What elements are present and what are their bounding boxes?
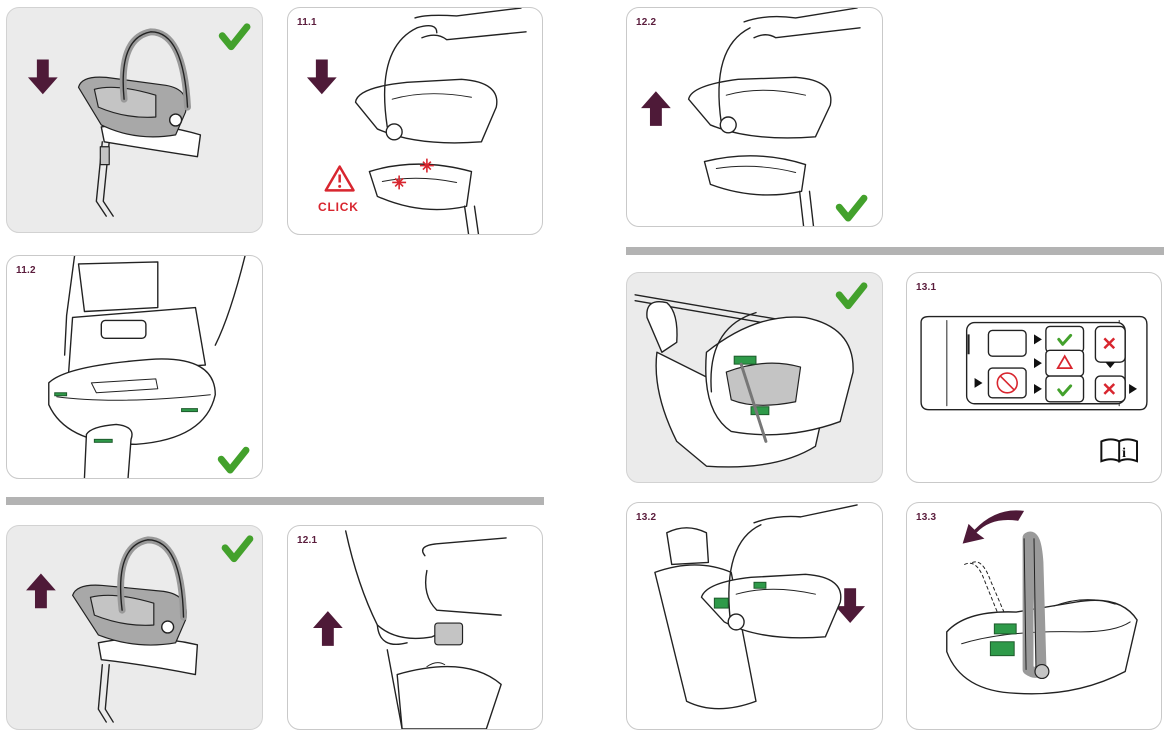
- panel-12-1: 12.1: [287, 525, 543, 730]
- checkmark-icon: [1057, 384, 1073, 397]
- svg-text:i: i: [1122, 445, 1126, 460]
- up-arrow-icon: [313, 611, 343, 646]
- checkmark-icon: [835, 194, 868, 222]
- hand-release-illustration: [344, 530, 507, 729]
- step-number: 12.2: [636, 17, 657, 28]
- panel-belt-install: [626, 272, 883, 483]
- panel-seat-lower: [6, 7, 263, 233]
- warning-triangle-icon: [1056, 354, 1074, 369]
- up-arrow-icon: [641, 91, 671, 126]
- car-topview-diagram: [920, 315, 1148, 411]
- section-divider: [6, 497, 544, 505]
- vehicle-seat-illustration: [634, 294, 854, 468]
- car-seat-illustration: [72, 536, 199, 723]
- panel-11-1: 11.1 CLICK: [287, 7, 543, 235]
- step-number: 13.1: [916, 282, 937, 293]
- car-seat-illustration: [77, 28, 202, 217]
- down-arrow-icon: [27, 59, 58, 95]
- isofix-base-illustration: [48, 256, 246, 478]
- car-seat-illustration: [354, 8, 527, 234]
- car-seat-illustration: [654, 504, 858, 710]
- panel-13-2: 13.2: [626, 502, 883, 730]
- section-divider: [626, 247, 1164, 255]
- step-number: 13.2: [636, 512, 657, 523]
- up-arrow-icon: [26, 573, 56, 609]
- down-arrow-icon: [306, 59, 337, 95]
- click-label: CLICK: [318, 200, 359, 214]
- warning-triangle-icon: [324, 165, 355, 192]
- down-arrow-icon: [835, 588, 866, 623]
- checkmark-icon: [221, 535, 254, 563]
- car-seat-illustration: [946, 531, 1138, 695]
- manual-book-icon: i: [1100, 438, 1139, 463]
- panel-13-3: 13.3: [906, 502, 1162, 730]
- panel-11-2: 11.2: [6, 255, 263, 479]
- checkmark-icon: [218, 23, 251, 51]
- curved-arrow-icon: [962, 510, 1025, 544]
- car-seat-illustration: [687, 8, 861, 226]
- panel-13-1: 13.1 i: [906, 272, 1162, 483]
- checkmark-icon: [1057, 333, 1073, 346]
- step-number: 12.1: [297, 535, 318, 546]
- step-number: 11.1: [297, 17, 317, 28]
- step-number: 11.2: [16, 265, 36, 276]
- checkmark-icon: [835, 282, 868, 310]
- checkmark-icon: [217, 446, 250, 474]
- step-number: 13.3: [916, 512, 937, 523]
- panel-seat-lift: [6, 525, 263, 730]
- panel-12-2: 12.2: [626, 7, 883, 227]
